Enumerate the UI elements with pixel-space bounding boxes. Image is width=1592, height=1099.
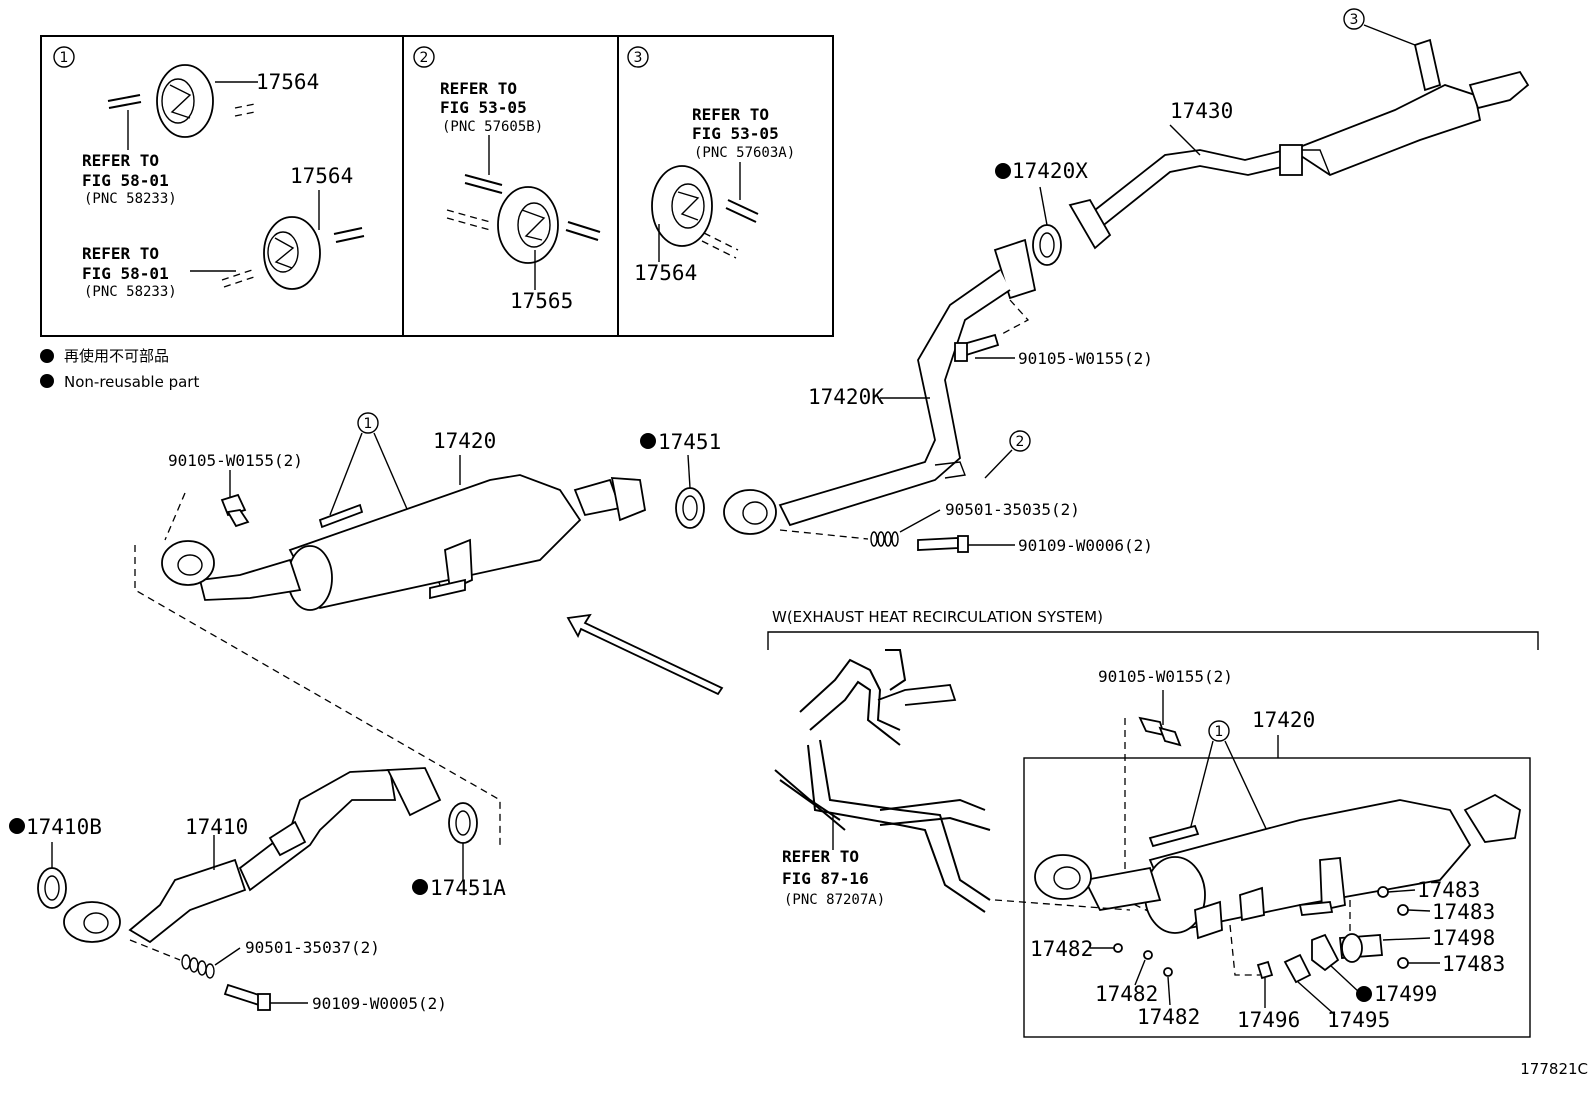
ehr-part-17483-a: 17483 — [1417, 878, 1480, 902]
ref-fig-53-05-b-pnc: (PNC 57603A) — [694, 145, 795, 161]
ref-fig-53-05-a-pnc: (PNC 57605B) — [442, 119, 543, 135]
part-90501-35035: 90501-35035(2) — [945, 500, 1080, 519]
ehr-part-17498: 17498 — [1432, 926, 1495, 950]
bolt-90105-left — [164, 470, 250, 541]
ehr-converter-box — [1023, 757, 1531, 1038]
ref-fig-53-05-b-line1: REFER TO — [692, 105, 769, 124]
legend-english: Non-reusable part — [64, 373, 199, 391]
spring-90501-35037 — [129, 939, 241, 979]
gasket-17410B — [37, 842, 67, 909]
part-17564-mid: 17564 — [290, 164, 353, 188]
callout-2: 2 — [1016, 434, 1025, 450]
part-90105-W0155-left: 90105-W0155(2) — [168, 451, 303, 470]
ehr-ref-line2: FIG 87-16 — [782, 869, 869, 888]
ehr-part-17420: 17420 — [1252, 708, 1315, 732]
rubber-hanger-mid — [190, 190, 365, 290]
part-90501-35037: 90501-35037(2) — [245, 938, 380, 957]
ehr-small-parts — [1090, 886, 1440, 1016]
part-17451A: 17451A — [430, 876, 506, 900]
converter-17420: 1 — [161, 412, 647, 611]
ehr-part-17482-b: 17482 — [1095, 982, 1158, 1006]
ehr-bracket — [767, 631, 1539, 650]
part-90109-W0005: 90109-W0005(2) — [312, 994, 447, 1013]
legend-japanese: 再使用不可部品 — [64, 347, 169, 365]
part-90105-W0155-top: 90105-W0155(2) — [1018, 349, 1153, 368]
ehr-part-17496: 17496 — [1237, 1008, 1300, 1032]
ref-fig-58-01-a-line1: REFER TO — [82, 151, 159, 170]
box-3-number: 3 — [634, 50, 643, 66]
ehr-part-17499: 17499 — [1374, 982, 1437, 1006]
ehr-title: W(EXHAUST HEAT RECIRCULATION SYSTEM) — [772, 608, 1103, 626]
front-pipe-17420K — [723, 238, 1037, 535]
ehr-part-17482-c: 17482 — [1137, 1005, 1200, 1029]
ehr-hoses — [774, 649, 991, 913]
figure-id: 177821C — [1520, 1060, 1588, 1078]
ehr-dashed-link — [994, 899, 1131, 911]
direction-arrow — [566, 613, 724, 696]
part-17420: 17420 — [433, 429, 496, 453]
part-17410: 17410 — [185, 815, 248, 839]
ref-fig-58-01-b-line1: REFER TO — [82, 244, 159, 263]
ref-fig-58-01-a-line2: FIG 58-01 — [82, 171, 169, 190]
part-17410B: 17410B — [26, 815, 102, 839]
inset-box-1: 1 17564 REFER TO FIG 58-01 (PNC 58233) — [53, 46, 365, 300]
ref-fig-53-05-a-line1: REFER TO — [440, 79, 517, 98]
rubber-hanger-box3 — [651, 162, 759, 262]
part-17564-top: 17564 — [256, 70, 319, 94]
callout-1: 1 — [364, 416, 373, 432]
bolt-90105-top — [954, 299, 1030, 362]
rubber-hanger-box2 — [446, 135, 601, 290]
part-17451: 17451 — [658, 430, 721, 454]
legend: 再使用不可部品 Non-reusable part — [40, 347, 199, 391]
ehr-part-17483-c: 17483 — [1442, 952, 1505, 976]
ref-fig-53-05-b-line2: FIG 53-05 — [692, 124, 779, 143]
ehr-part-17495: 17495 — [1327, 1008, 1390, 1032]
inset-box-3: 3 REFER TO FIG 53-05 (PNC 57603A) 17564 — [627, 46, 795, 285]
callout-3: 3 — [1350, 12, 1359, 28]
box-1-number: 1 — [60, 50, 69, 66]
spring-90501-35035 — [779, 509, 941, 547]
gasket-17420X — [1032, 186, 1062, 266]
bolt-90109-W0005 — [223, 983, 308, 1011]
part-17420K: 17420K — [808, 385, 884, 409]
inset-panels — [40, 35, 834, 337]
gasket-17451 — [675, 454, 705, 529]
tail-pipe-assembly: 3 — [1068, 8, 1530, 250]
gasket-17451A — [448, 802, 478, 880]
ehr-ref-pnc: (PNC 87207A) — [784, 892, 885, 908]
front-pipe-17410 — [63, 767, 442, 944]
ehr-part-17483-b: 17483 — [1432, 900, 1495, 924]
callout-1-ehr: 1 — [1215, 724, 1224, 740]
part-17565: 17565 — [510, 289, 573, 313]
part-17430: 17430 — [1170, 99, 1233, 123]
ehr-ref-line1: REFER TO — [782, 847, 859, 866]
part-90109-W0006: 90109-W0006(2) — [1018, 536, 1153, 555]
ref-fig-58-01-b-line2: FIG 58-01 — [82, 264, 169, 283]
dashed-connector — [134, 545, 501, 845]
inset-box-2: 2 REFER TO FIG 53-05 (PNC 57605B) 17565 — [413, 46, 601, 313]
ref-fig-58-01-a-pnc: (PNC 58233) — [84, 191, 177, 207]
ref-fig-53-05-a-line2: FIG 53-05 — [440, 98, 527, 117]
rubber-hanger-top — [107, 64, 258, 150]
ehr-converter: 1 — [1034, 720, 1521, 940]
part-17564-box3: 17564 — [634, 261, 697, 285]
ref-fig-58-01-b-pnc: (PNC 58233) — [84, 284, 177, 300]
bolt-90109-W0006 — [917, 535, 1015, 553]
ehr-part-17482-a: 17482 — [1030, 937, 1093, 961]
box-2-number: 2 — [420, 50, 429, 66]
ehr-part-90105-W0155: 90105-W0155(2) — [1098, 667, 1233, 686]
part-17420X: 17420X — [1012, 159, 1088, 183]
